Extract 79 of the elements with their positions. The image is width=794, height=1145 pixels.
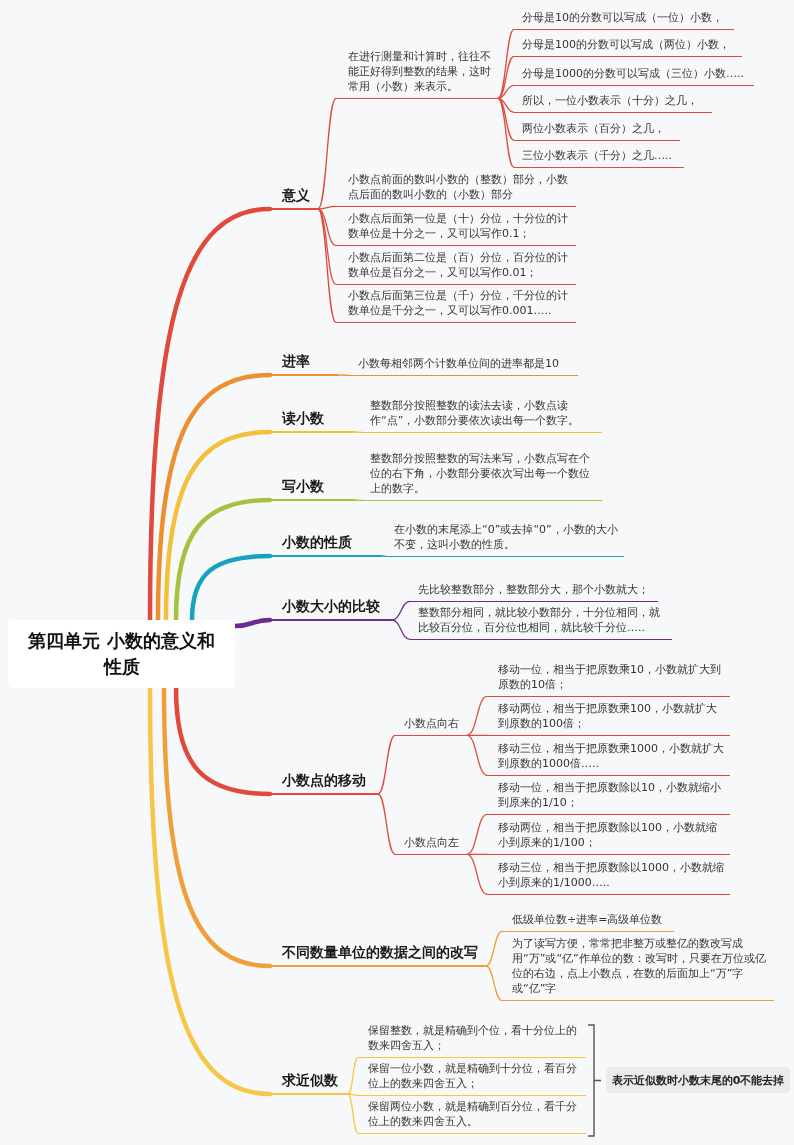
branch-line: [163, 429, 273, 623]
branch-line: [354, 499, 363, 501]
main-topic: 小数的性质: [270, 532, 382, 557]
branch-line: [347, 1056, 359, 1095]
subtopic: 保留两位小数，就是精确到百分位，看千分位上的数来四舍五入。: [358, 1098, 586, 1134]
subtopic: 保留一位小数，就是精确到十分位，看百分位上的数来四舍五入；: [358, 1060, 586, 1096]
central-topic: 第四单元 小数的意义和性质: [8, 620, 235, 688]
summary-note: 表示近似数时小数末尾的0不能去掉: [606, 1067, 790, 1093]
subtopic: 保留整数，就是精确到个位，看十分位上的数来四舍五入；: [358, 1022, 586, 1058]
branch-line: [377, 734, 396, 795]
branch-line: [497, 84, 515, 99]
branch-line: [466, 734, 488, 776]
subtopic: 低级单位数÷进率=高级单位数: [502, 911, 674, 932]
subtopic: 小数点前面的数叫小数的（整数）部分，小数点后面的数叫小数的（小数）部分: [336, 171, 576, 207]
branch-line: [354, 431, 363, 433]
branch-line: [466, 853, 488, 855]
branch-line: [337, 374, 351, 376]
main-topic: 小数大小的比较: [270, 596, 392, 621]
branch-line: [147, 685, 273, 1097]
subtopic: 小数点向左: [395, 834, 467, 855]
branch-line: [485, 965, 503, 1001]
branch-line: [466, 734, 488, 736]
subtopic: 移动两位，相当于把原数乘100，小数就扩大到原数的100倍；: [487, 700, 730, 736]
branch-line: [317, 205, 337, 210]
subtopic: 移动三位，相当于把原数乘1000，小数就扩大到原数的1000倍…..: [487, 740, 730, 776]
branch-line: [497, 97, 515, 168]
branch-line: [497, 28, 515, 99]
main-topic: 不同数量单位的数据之间的改写: [270, 942, 486, 967]
branch-line: [381, 555, 387, 557]
branch-line: [155, 372, 273, 623]
main-topic: 求近似数: [270, 1070, 348, 1095]
subtopic: 小数点后面第三位是（千）分位，千分位的计数单位是千分之一，又可以写作0.001…..: [336, 287, 576, 323]
branch-line: [317, 208, 337, 323]
branch-line: [147, 206, 273, 623]
branch-line: [485, 930, 503, 967]
subtopic: 移动一位，相当于把原数除以10，小数就缩小到原来的1/10；: [487, 779, 730, 815]
subtopic: 先比较整数部分，整数部分大，那个小数就大；: [410, 581, 658, 602]
subtopic: 移动两位，相当于把原数除以100，小数就缩小到原来的1/100；: [487, 819, 730, 855]
branch-line: [189, 553, 273, 623]
subtopic: 分母是100的分数可以写成（两位）小数，: [514, 36, 742, 57]
main-topic: 小数点的移动: [270, 770, 378, 795]
main-topic: 读小数: [270, 408, 355, 433]
subtopic: 三位小数表示（千分）之几…..: [514, 147, 684, 168]
subtopic: 小数点向右: [395, 715, 467, 736]
subtopic: 所以，一位小数表示（十分）之几，: [514, 92, 712, 113]
subtopic: 两位小数表示（百分）之几，: [514, 120, 680, 141]
subtopic: 分母是1000的分数可以写成（三位）小数…..: [514, 65, 754, 86]
subtopic: 分母是10的分数可以写成（一位）小数，: [514, 9, 734, 30]
branch-line: [377, 793, 396, 855]
subtopic: 小数点后面第二位是（百）分位，百分位的计数单位是百分之一，又可以写作0.01；: [336, 249, 576, 285]
branch-line: [347, 1093, 359, 1134]
branch-line: [497, 97, 515, 141]
branch-line: [317, 97, 337, 210]
branch-line: [497, 97, 515, 113]
branch-line: [347, 1093, 359, 1096]
main-topic: 意义: [270, 185, 318, 210]
main-topic: 写小数: [270, 476, 355, 501]
branch-line: [497, 55, 515, 99]
subtopic: 移动一位，相当于把原数乘10，小数就扩大到原数的10倍；: [487, 661, 730, 697]
subtopic: 为了读写方便，常常把非整万或整亿的数改写成用“万”或“亿”作单位的数：改写时，只要在万位或亿位的右边，点上小数点，在数的后面加上“万”字或“亿”字: [502, 935, 774, 1001]
branch-line: [173, 685, 273, 797]
subtopic: 在进行测量和计算时，往往不能正好得到整数的结果，这时常用（小数）来表示。: [336, 48, 498, 99]
subtopic: 在小数的末尾添上“0”或去掉“0”，小数的大小不变，这叫小数的性质。: [386, 521, 624, 557]
subtopic: 小数点后面第一位是（十）分位，十分位的计数单位是十分之一，又可以写作0.1；: [336, 210, 576, 246]
subtopic: 移动三位，相当于把原数除以1000，小数就缩小到原来的1/1000…..: [487, 859, 730, 895]
branch-line: [317, 208, 337, 246]
branch-line: [466, 853, 488, 895]
branch-line: [161, 685, 273, 969]
subtopic: 整数部分按照整数的写法来写，小数点写在个位的右下角，小数部分要依次写出每一个数位上的数字。: [362, 450, 602, 501]
main-topic: 进率: [270, 351, 338, 376]
branch-line: [317, 208, 337, 285]
subtopic: 小数每相邻两个计数单位间的进率都是10: [350, 355, 578, 376]
subtopic: 整数部分按照整数的读法去读，小数点读作“点”，小数部分要依次读出每一个数字。: [362, 397, 602, 433]
branch-line: [391, 600, 411, 621]
branch-line: [173, 497, 273, 623]
branch-line: [391, 619, 411, 640]
branch-line: [466, 695, 488, 736]
subtopic: 整数部分相同，就比较小数部分，十分位相同，就比较百分位，百分位也相同，就比较千分位…..: [410, 604, 672, 640]
branch-line: [466, 813, 488, 855]
